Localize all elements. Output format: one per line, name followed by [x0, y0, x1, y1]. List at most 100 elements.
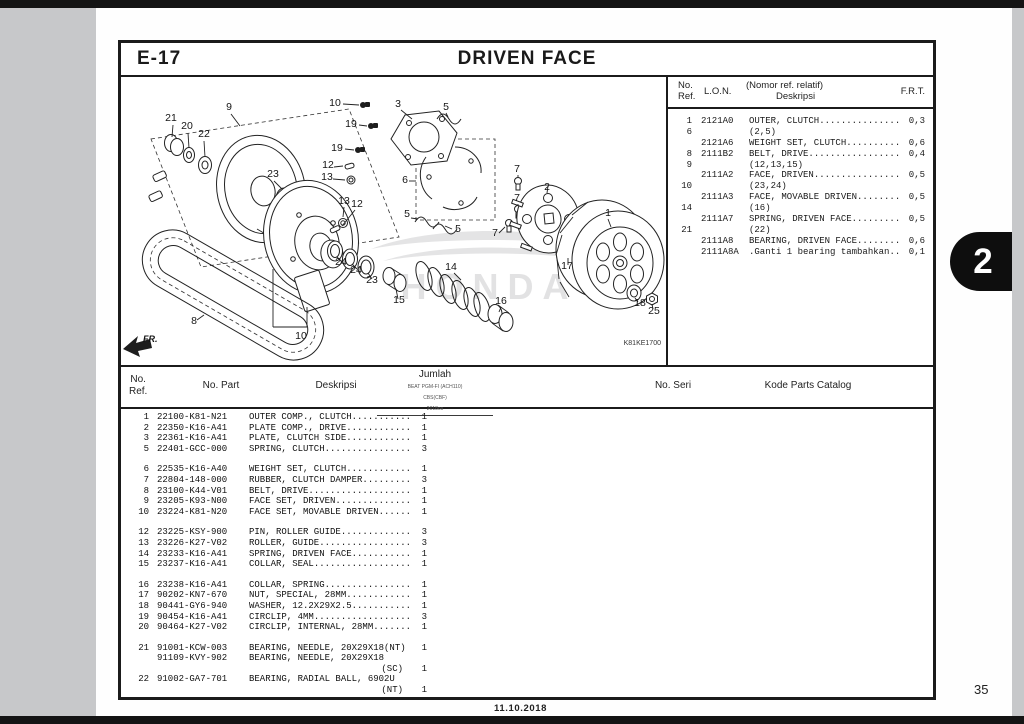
- exploded-diagram-svg: HONDA: [123, 97, 665, 361]
- page-header: E-17 DRIVEN FACE: [121, 43, 933, 77]
- scan-edge-bottom: [0, 716, 1024, 724]
- part-weight-set-6: [419, 146, 482, 211]
- watermark-text: HONDA: [401, 266, 578, 307]
- ref-table-row: 9(12,13,15): [686, 159, 804, 170]
- part-pin-roller-b: [329, 218, 348, 234]
- callout-label-24: 24: [335, 256, 347, 268]
- group-box-6: [415, 138, 496, 221]
- callout-label-23: 23: [366, 274, 378, 286]
- part-bearing-22: [198, 156, 212, 174]
- callout-label-19: 19: [331, 142, 343, 154]
- diagram-code: K81KE1700: [624, 340, 661, 347]
- part-movable-face-10: [263, 179, 359, 328]
- part-belt-8: [141, 229, 325, 361]
- frt-table-header: No.Ref. L.O.N. (Nomor ref. relatif) Desk…: [668, 77, 933, 109]
- callout-label-12: 12: [351, 198, 363, 210]
- footer-date: 11.10.2018: [494, 703, 548, 714]
- part-collar-16: [487, 304, 514, 332]
- group-box-9: [150, 108, 400, 268]
- callout-label-10: 10: [295, 330, 307, 342]
- callout-label-15: 15: [393, 294, 405, 306]
- part-clip-b: [148, 190, 163, 203]
- parts-header-ref: No.Ref.: [129, 374, 148, 397]
- part-washer-20: [183, 147, 195, 163]
- callout-label-3: 3: [395, 98, 401, 110]
- callout-label-5: 5: [443, 101, 449, 113]
- part-spring-5c: [432, 223, 458, 235]
- row-gap: [129, 633, 427, 643]
- callout-label-7: 7: [514, 163, 520, 175]
- frt-header-lon: L.O.N.: [704, 86, 732, 97]
- part-circlips-19: [355, 102, 378, 153]
- part-spring-14: [415, 261, 491, 322]
- parts-header-kode: Kode Parts Catalog: [764, 380, 852, 391]
- part-plate-3: [390, 110, 458, 166]
- callout-label-16: 16: [495, 295, 507, 307]
- callout-label-13: 13: [321, 171, 333, 183]
- part-bearing-21: [164, 134, 184, 156]
- callout-label-6: 6: [402, 174, 408, 186]
- ref-table-row: 14(16): [681, 203, 771, 214]
- chapter-tab: 2: [950, 232, 1012, 291]
- callout-label-2: 2: [544, 181, 550, 193]
- callout-label-8: 8: [191, 315, 197, 327]
- callout-label-14: 14: [445, 261, 457, 273]
- callout-label-23: 23: [267, 168, 279, 180]
- part-clip-a: [152, 170, 167, 183]
- callout-label-7: 7: [492, 227, 498, 239]
- upper-section: HONDA: [121, 77, 933, 367]
- frt-header-desc-1: (Nomor ref. relatif): [746, 80, 824, 91]
- parts-header-desc: Deskripsi: [315, 380, 357, 391]
- page-number: 35: [974, 682, 989, 697]
- callout-label-24: 24: [350, 264, 362, 276]
- callout-label-13: 13: [338, 195, 350, 207]
- exploded-diagram: HONDA: [121, 77, 666, 365]
- scan-edge-top: [0, 0, 1024, 8]
- parts-header-part: No. Part: [202, 380, 240, 391]
- part-washer-18: [626, 284, 642, 302]
- callout-label-17: 17: [561, 260, 573, 272]
- callout-label-20: 20: [181, 120, 193, 132]
- callout-label-5: 5: [455, 223, 461, 235]
- callout-label-25: 25: [648, 305, 660, 317]
- callout-label-22: 22: [198, 128, 210, 140]
- parts-table-header: No.Ref. No. Part Deskripsi Jumlah BEAT P…: [121, 367, 933, 416]
- ref-table-row: 10(23,24): [681, 181, 787, 192]
- callout-label-19: 19: [345, 118, 357, 130]
- part-collar-15: [382, 267, 407, 292]
- frt-header-desc-2: Deskripsi: [776, 91, 816, 102]
- parts-table-row-cont: (NT)1: [381, 685, 427, 696]
- frt-reference-panel: No.Ref. L.O.N. (Nomor ref. relatif) Desk…: [666, 77, 933, 365]
- page-title: DRIVEN FACE: [457, 48, 597, 69]
- ref-table-row: 2111A8A.Ganti 1 bearing tambahkan0,1: [674, 247, 925, 258]
- part-clutch-outer-1: [555, 199, 665, 310]
- callout-label-5: 5: [404, 208, 410, 220]
- ref-table-row: 21(22): [681, 224, 771, 235]
- callout-label-7: 7: [514, 192, 520, 204]
